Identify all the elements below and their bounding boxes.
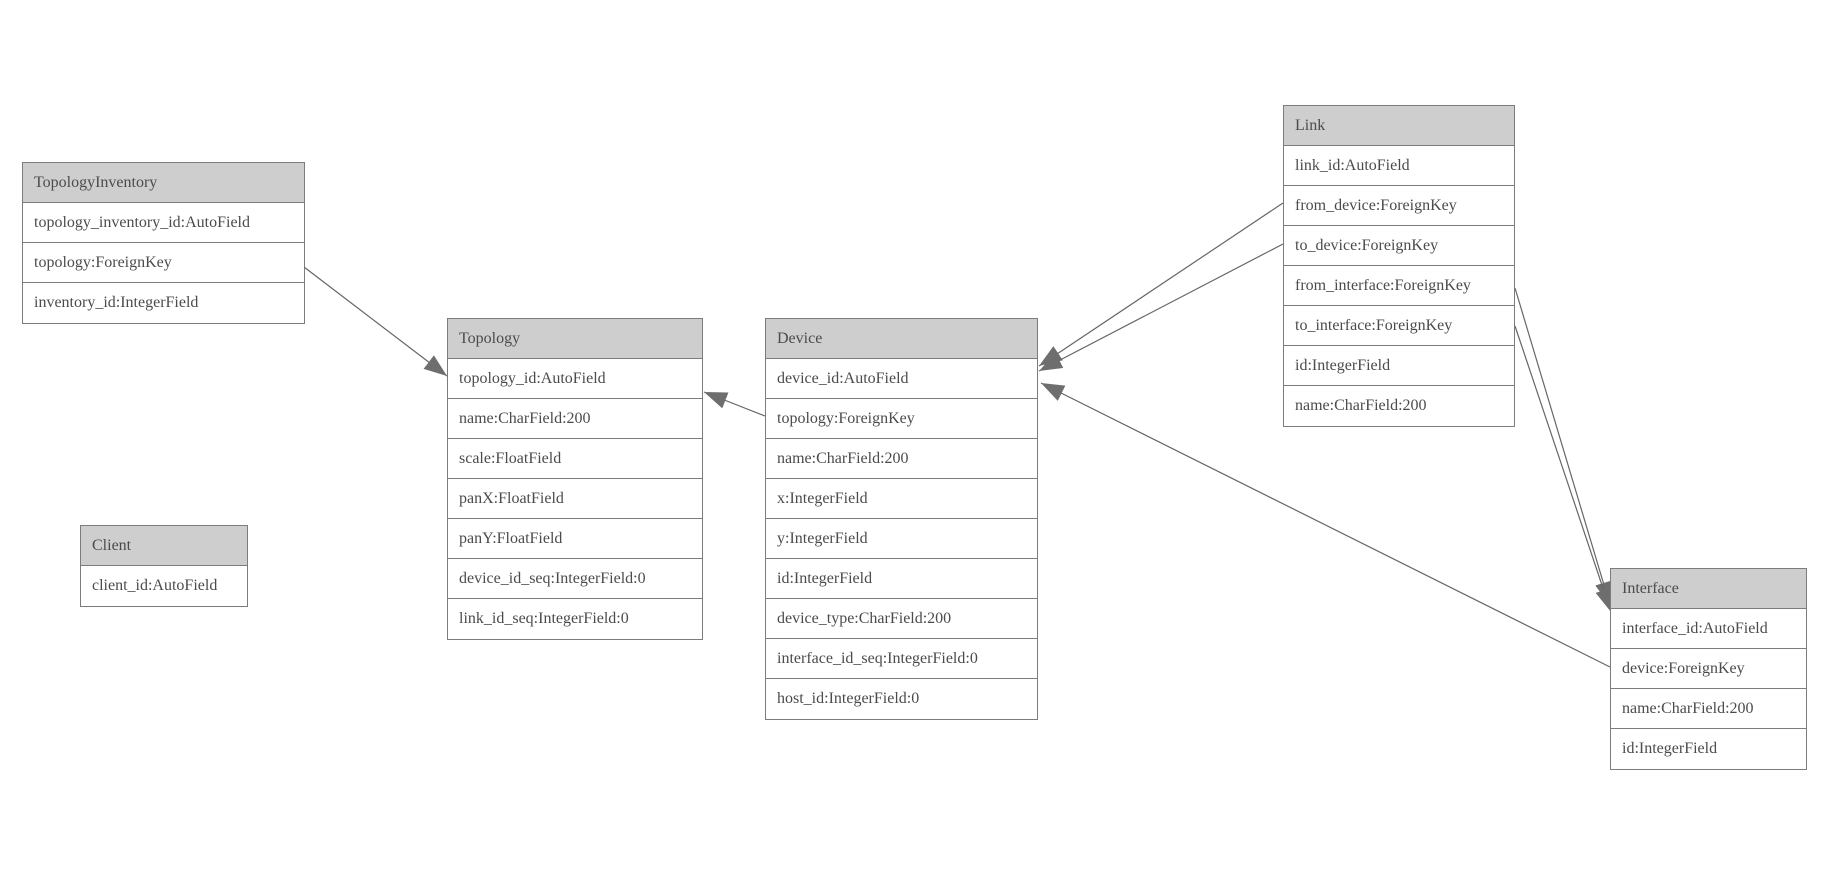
table-title-topology: Topology bbox=[448, 319, 702, 359]
field-row-topology-inventory-0: topology_inventory_id:AutoField bbox=[23, 203, 304, 243]
table-title-interface: Interface bbox=[1611, 569, 1806, 609]
field-row-topology-1: name:CharField:200 bbox=[448, 399, 702, 439]
table-title-link: Link bbox=[1284, 106, 1514, 146]
table-title-device: Device bbox=[766, 319, 1037, 359]
field-row-link-5: id:IntegerField bbox=[1284, 346, 1514, 386]
edges-group bbox=[303, 202, 1612, 668]
field-row-link-0: link_id:AutoField bbox=[1284, 146, 1514, 186]
edge-link-to_device-to-device bbox=[1038, 243, 1284, 372]
field-row-device-5: id:IntegerField bbox=[766, 559, 1037, 599]
field-row-link-4: to_interface:ForeignKey bbox=[1284, 306, 1514, 346]
table-client: Client client_id:AutoField bbox=[80, 525, 248, 607]
field-row-topology-4: panY:FloatField bbox=[448, 519, 702, 559]
field-row-topology-3: panX:FloatField bbox=[448, 479, 702, 519]
field-row-topology-6: link_id_seq:IntegerField:0 bbox=[459, 610, 629, 627]
field-row-device-7: interface_id_seq:IntegerField:0 bbox=[766, 639, 1037, 679]
edge-interface-device-to-device bbox=[1040, 382, 1611, 668]
field-row-device-2: name:CharField:200 bbox=[766, 439, 1037, 479]
field-row-link-6: name:CharField:200 bbox=[1295, 397, 1427, 414]
field-row-interface-2: name:CharField:200 bbox=[1611, 689, 1806, 729]
field-row-topology-inventory-1: topology:ForeignKey bbox=[23, 243, 304, 283]
field-row-link-2: to_device:ForeignKey bbox=[1284, 226, 1514, 266]
field-row-device-1: topology:ForeignKey bbox=[766, 399, 1037, 439]
edge-link-from_interface-to-interface bbox=[1514, 287, 1612, 606]
field-row-topology-inventory-2: inventory_id:IntegerField bbox=[34, 294, 199, 311]
field-row-device-0: device_id:AutoField bbox=[766, 359, 1037, 399]
table-title-topology-inventory: TopologyInventory bbox=[23, 163, 304, 203]
field-row-link-1: from_device:ForeignKey bbox=[1284, 186, 1514, 226]
edge-topologyinventory-topology-to-topology bbox=[303, 266, 448, 377]
edge-link-from_device-to-device bbox=[1038, 202, 1284, 367]
field-row-interface-1: device:ForeignKey bbox=[1611, 649, 1806, 689]
field-row-interface-0: interface_id:AutoField bbox=[1611, 609, 1806, 649]
field-row-device-3: x:IntegerField bbox=[766, 479, 1037, 519]
field-row-device-4: y:IntegerField bbox=[766, 519, 1037, 559]
field-row-interface-3: id:IntegerField bbox=[1622, 740, 1718, 757]
field-row-topology-0: topology_id:AutoField bbox=[448, 359, 702, 399]
field-row-client-0: client_id:AutoField bbox=[92, 577, 218, 594]
field-row-device-6: device_type:CharField:200 bbox=[766, 599, 1037, 639]
field-row-link-3: from_interface:ForeignKey bbox=[1284, 266, 1514, 306]
field-row-topology-2: scale:FloatField bbox=[448, 439, 702, 479]
edge-link-to_interface-to-interface bbox=[1514, 325, 1612, 613]
edge-device-topology-to-topology bbox=[703, 391, 766, 417]
table-title-client: Client bbox=[81, 526, 247, 566]
field-row-topology-5: device_id_seq:IntegerField:0 bbox=[448, 559, 702, 599]
field-row-device-8: host_id:IntegerField:0 bbox=[777, 690, 920, 707]
